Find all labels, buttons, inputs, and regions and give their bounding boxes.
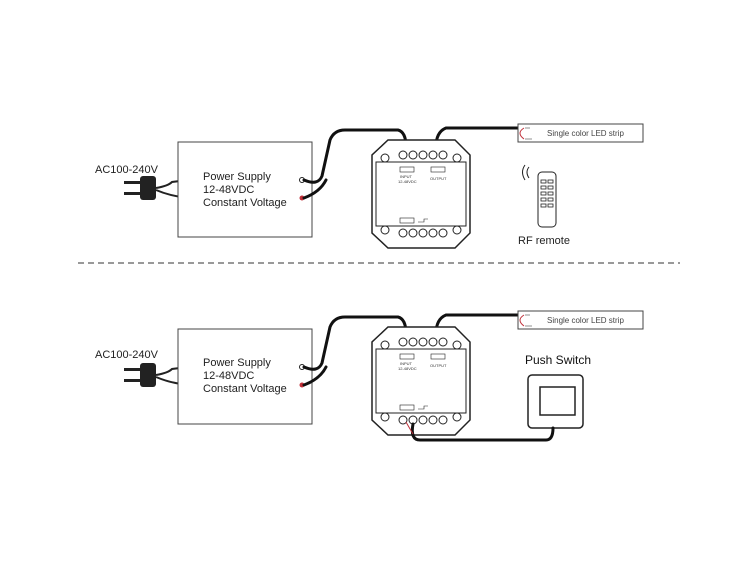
input-label: INPUT xyxy=(400,361,413,366)
ac-input-label: AC100-240V xyxy=(95,164,159,176)
psu-title: Power Supply xyxy=(203,357,271,369)
psu-voltage: 12-48VDC xyxy=(203,184,254,196)
bottom-wiring-diagram: AC100-240V Power Supply 12-48VDC Constan… xyxy=(95,310,644,442)
input-label: INPUT xyxy=(400,174,413,179)
led-strip-label: Single color LED strip xyxy=(547,129,624,138)
output-label: OUTPUT xyxy=(430,176,447,181)
rf-remote-icon xyxy=(522,164,557,228)
psu-title: Power Supply xyxy=(203,171,271,183)
psu-voltage: 12-48VDC xyxy=(203,370,254,382)
input-voltage-label: 12-48VDC xyxy=(398,179,417,184)
power-supply-box xyxy=(177,328,313,425)
led-controller xyxy=(371,326,471,436)
rf-remote-label: RF remote xyxy=(518,235,570,247)
output-label: OUTPUT xyxy=(430,363,447,368)
ac-input-label: AC100-240V xyxy=(95,349,159,361)
psu-type: Constant Voltage xyxy=(203,383,287,395)
input-voltage-label: 12-48VDC xyxy=(398,366,417,371)
psu-type: Constant Voltage xyxy=(203,197,287,209)
top-wiring-diagram: AC100-240V Power Supply 12-48VDC Constan… xyxy=(95,123,644,249)
led-controller xyxy=(371,139,471,249)
power-supply-box xyxy=(177,141,313,238)
led-strip-label: Single color LED strip xyxy=(547,316,624,325)
push-switch-label: Push Switch xyxy=(525,353,591,367)
